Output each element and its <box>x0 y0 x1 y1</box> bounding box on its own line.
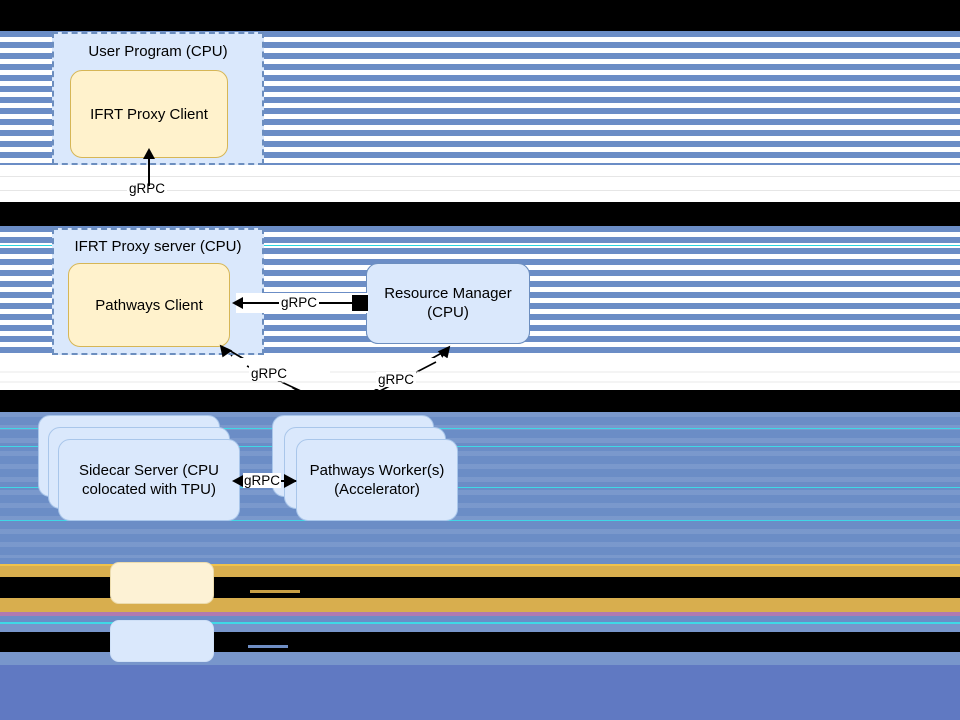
node-pathways-client-label: Pathways Client <box>95 295 203 313</box>
node-sidecar-server-label-line2: colocated with TPU) <box>82 480 216 497</box>
node-user-program-label: User Program (CPU) <box>88 45 228 62</box>
node-pathways-worker-label-line2: (Accelerator) <box>334 480 420 497</box>
edge-label-rm-to-pathways-client: gRPC <box>279 296 320 312</box>
legend-swatch-blue <box>110 620 214 662</box>
edge-label-rm-to-workers: gRPC <box>376 373 417 389</box>
node-pathways-worker: Pathways Worker(s) (Accelerator) <box>296 439 458 521</box>
node-ifrt-proxy-client-label: IFRT Proxy Client <box>90 104 208 122</box>
edge-label-server-to-client: gRPC <box>128 182 169 198</box>
edge-label-sidecar-to-pathways-client: gRPC <box>249 367 290 383</box>
node-sidecar-server: Sidecar Server (CPU colocated with TPU) <box>58 439 240 521</box>
node-ifrt-proxy-server-label: IFRT Proxy server (CPU) <box>74 241 242 258</box>
legend-swatch-yellow <box>110 562 214 604</box>
node-ifrt-proxy-client: IFRT Proxy Client <box>70 70 228 158</box>
edge-label-sidecar-to-worker: gRPC <box>243 474 284 490</box>
node-resource-manager: Resource Manager (CPU) <box>366 263 530 344</box>
node-pathways-worker-label-line1: Pathways Worker(s) <box>309 461 445 479</box>
node-resource-manager-label-line1: Resource Manager <box>384 285 512 303</box>
node-sidecar-server-label-line1: Sidecar Server (CPU <box>78 461 220 479</box>
node-resource-manager-label-line2: (CPU) <box>427 303 469 321</box>
node-pathways-client: Pathways Client <box>68 263 230 347</box>
